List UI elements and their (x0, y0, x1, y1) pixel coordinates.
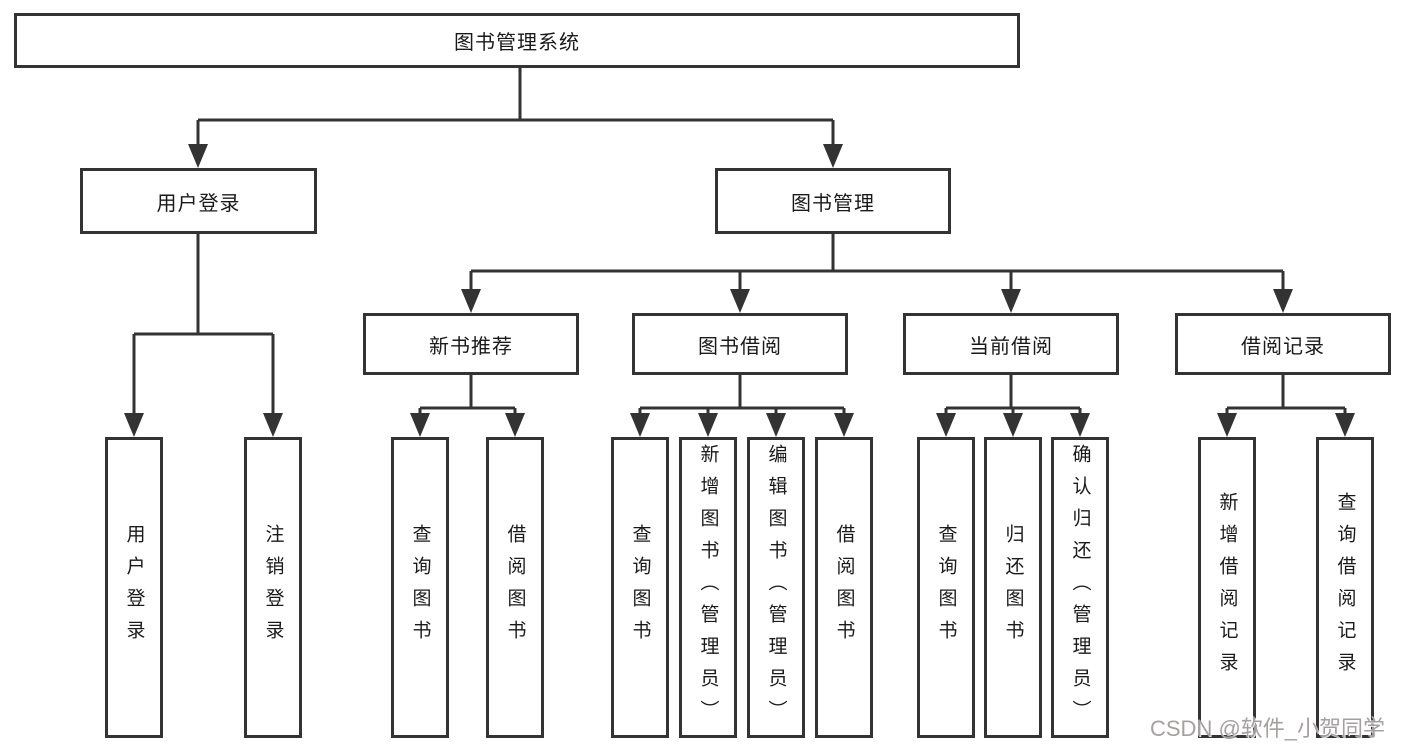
leaf-label: 新增图书（管理员） (697, 443, 719, 732)
node-book-management: 图书管理 (715, 168, 951, 234)
connector-user-login-branch (132, 234, 275, 415)
leaf-confirm-return-admin: 确认归还（管理员） (1051, 437, 1109, 738)
leaf-query-books-recommend: 查询图书 (391, 437, 449, 738)
node-new-book-recommend: 新书推荐 (363, 313, 579, 375)
node-label: 当前借阅 (969, 335, 1053, 358)
node-current-borrowing: 当前借阅 (903, 313, 1119, 375)
arrow-down-icon (263, 413, 283, 437)
arrow-down-icon (936, 413, 956, 437)
leaf-label: 借阅图书 (504, 523, 526, 652)
node-borrowing-records: 借阅记录 (1175, 313, 1391, 375)
leaf-label: 归还图书 (1002, 523, 1024, 652)
leaf-query-books-current: 查询图书 (917, 437, 975, 738)
node-library-management-system: 图书管理系统 (14, 13, 1020, 68)
leaf-label: 查询借阅记录 (1334, 491, 1356, 684)
leaf-add-borrow-record: 新增借阅记录 (1198, 437, 1256, 738)
leaf-label: 注销登录 (262, 523, 284, 652)
arrow-down-icon (730, 289, 750, 313)
leaf-add-books-admin: 新增图书（管理员） (679, 437, 737, 738)
leaf-user-login: 用户登录 (105, 437, 163, 738)
arrowheads (124, 144, 1355, 437)
node-label: 图书借阅 (698, 335, 782, 358)
arrow-down-icon (461, 289, 481, 313)
node-label: 新书推荐 (429, 335, 513, 358)
arrow-down-icon (766, 413, 786, 437)
leaf-borrow-books-recommend: 借阅图书 (486, 437, 544, 738)
connector-new-books-branch (418, 375, 517, 416)
arrow-down-icon (698, 413, 718, 437)
leaf-label: 编辑图书（管理员） (765, 443, 787, 732)
leaf-return-books: 归还图书 (984, 437, 1042, 738)
node-label: 图书管理系统 (454, 32, 580, 54)
connector-current-borrow-branch (944, 375, 1082, 416)
leaf-borrow-books-borrowing: 借阅图书 (815, 437, 873, 738)
leaf-logout: 注销登录 (244, 437, 302, 738)
arrow-down-icon (1070, 413, 1090, 437)
leaf-label: 借阅图书 (833, 523, 855, 652)
arrow-down-icon (1001, 289, 1021, 313)
node-label: 用户登录 (156, 192, 241, 215)
arrow-down-icon (1335, 413, 1355, 437)
leaf-label: 查询图书 (935, 523, 957, 652)
leaf-label: 确认归还（管理员） (1069, 443, 1091, 732)
node-user-login: 用户登录 (80, 168, 317, 234)
node-label: 图书管理 (791, 192, 875, 215)
connector-book-mgmt-branch (469, 234, 1285, 291)
arrow-down-icon (834, 413, 854, 437)
leaf-edit-books-admin: 编辑图书（管理员） (747, 437, 805, 738)
connector-book-borrow-branch (638, 375, 846, 416)
arrow-down-icon (1273, 289, 1293, 313)
leaf-query-books-borrowing: 查询图书 (611, 437, 669, 738)
arrow-down-icon (1003, 413, 1023, 437)
leaf-label: 查询图书 (409, 523, 431, 652)
arrow-down-icon (1217, 413, 1237, 437)
leaf-label: 新增借阅记录 (1216, 491, 1238, 684)
connector-root-to-level1 (196, 68, 835, 146)
arrow-down-icon (505, 413, 525, 437)
connector-borrow-records-branch (1225, 375, 1347, 416)
node-book-borrowing: 图书借阅 (632, 313, 848, 375)
leaf-label: 用户登录 (123, 523, 145, 652)
node-label: 借阅记录 (1241, 335, 1325, 358)
watermark: CSDN @软件_小贺同学 (1150, 716, 1386, 741)
leaf-label: 查询图书 (629, 523, 651, 652)
arrow-down-icon (410, 413, 430, 437)
arrow-down-icon (188, 144, 208, 168)
leaf-query-borrow-record: 查询借阅记录 (1316, 437, 1374, 738)
arrow-down-icon (823, 144, 843, 168)
arrow-down-icon (630, 413, 650, 437)
arrow-down-icon (124, 413, 144, 437)
